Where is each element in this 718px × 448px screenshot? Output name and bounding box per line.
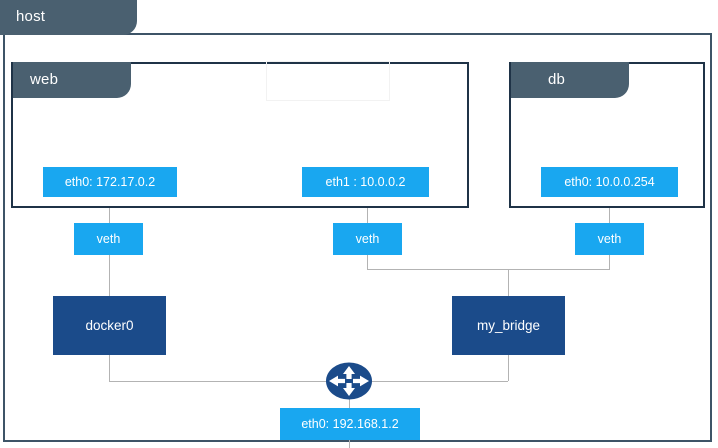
veth-node-1[interactable]: veth <box>74 223 143 255</box>
link-db-eth0-veth3 <box>609 197 610 223</box>
interface-host-eth0[interactable]: eth0: 192.168.1.2 <box>280 408 420 440</box>
veth-node-3[interactable]: veth <box>575 223 644 255</box>
link-host-eth0-down <box>349 440 350 448</box>
interface-db-eth0[interactable]: eth0: 10.0.0.254 <box>541 167 678 197</box>
bus-veth2-veth3 <box>367 269 610 270</box>
link-veth2-bus <box>367 255 368 269</box>
container-db-tab[interactable]: db <box>511 62 629 98</box>
veth-node-2[interactable]: veth <box>333 223 402 255</box>
link-bus-mybridge <box>508 269 509 296</box>
link-mybridge-down <box>508 355 509 381</box>
bridge-my-bridge[interactable]: my_bridge <box>452 296 565 355</box>
container-web-label: web <box>30 71 59 88</box>
link-veth3-bus <box>609 255 610 269</box>
link-web-eth1-veth2 <box>367 197 368 223</box>
link-docker0-down <box>109 355 110 381</box>
link-docker0-router <box>109 381 349 382</box>
interface-web-eth1[interactable]: eth1 : 10.0.0.2 <box>302 167 429 197</box>
container-web-tab[interactable]: web <box>13 62 131 98</box>
interface-web-eth0[interactable]: eth0: 172.17.0.2 <box>43 167 177 197</box>
link-veth1-docker0 <box>109 255 110 296</box>
router-icon[interactable] <box>325 362 373 400</box>
host-container-label: host <box>16 8 46 25</box>
host-container-tab[interactable]: host <box>0 0 137 35</box>
bridge-docker0[interactable]: docker0 <box>53 296 166 355</box>
empty-placeholder-rect <box>266 61 390 101</box>
container-db-label: db <box>548 71 566 88</box>
link-web-eth0-veth1 <box>109 197 110 223</box>
link-mybridge-router <box>349 381 508 382</box>
